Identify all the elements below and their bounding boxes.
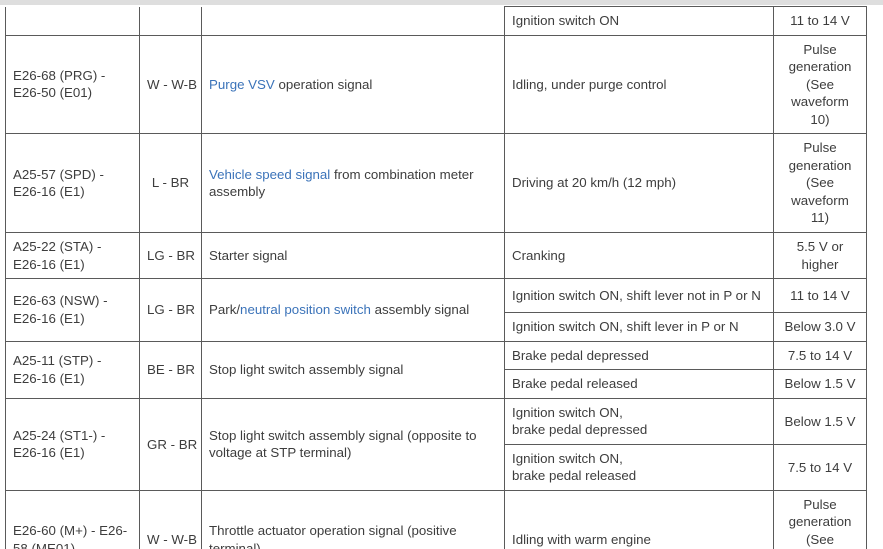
cell-terminal: A25-22 (STA) - E26-16 (E1) — [5, 232, 140, 280]
table-row: Ignition switch ON,brake pedal released … — [6, 443, 867, 491]
cell-condition: Driving at 20 km/h (12 mph) — [504, 133, 774, 234]
terminal-specification-table: Ignition switch ON 11 to 14 V E26-68 (PR… — [5, 6, 867, 549]
table-row: A25-24 (ST1-) - E26-16 (E1) GR - BR Stop… — [5, 397, 867, 491]
cell-condition: Ignition switch ON, shift lever not in P… — [504, 278, 774, 314]
cell-terminal: A25-24 (ST1-) - E26-16 (E1) — [5, 397, 140, 491]
cell-specified-value: 5.5 V or higher — [773, 232, 867, 280]
cell-condition: Brake pedal released — [504, 369, 774, 399]
cell-wire-color: L - BR — [139, 133, 202, 234]
table-row: Brake pedal released Below 1.5 V — [6, 369, 867, 399]
table-row: Ignition switch ON, shift lever in P or … — [6, 312, 867, 342]
cell-specified-value: Below 3.0 V — [773, 312, 867, 342]
cell-description: Purge VSV operation signal — [201, 34, 505, 135]
cell-description: Stop light switch assembly signal — [201, 340, 505, 399]
table-row: A25-57 (SPD) - E26-16 (E1) L - BR Vehicl… — [5, 133, 867, 234]
cell-condition: Ignition switch ON, brake pedal depressed — [504, 397, 774, 445]
table-row: E26-60 (M+) - E26-58 (ME01) W - W-B Thro… — [5, 489, 867, 549]
cell-description: Starter signal — [201, 232, 505, 280]
cell-terminal: E26-60 (M+) - E26-58 (ME01) — [5, 489, 140, 549]
cell-terminal-partial-top — [5, 6, 140, 36]
cell-condition-partial-top: Ignition switch ON — [504, 6, 774, 36]
description-link[interactable]: neutral position switch — [240, 302, 371, 318]
cell-wire-color: BE - BR — [139, 340, 202, 399]
table-row: E26-68 (PRG) - E26-50 (E01) W - W-B Purg… — [5, 34, 867, 135]
description-text: operation signal — [274, 76, 373, 92]
cell-specified-value: Below 1.5 V — [773, 397, 867, 445]
cell-terminal: E26-63 (NSW) - E26-16 (E1) — [5, 278, 140, 342]
cell-terminal: E26-68 (PRG) - E26-50 (E01) — [5, 34, 140, 135]
cell-wire-color: LG - BR — [139, 232, 202, 280]
cell-condition: Idling with warm engine — [504, 489, 774, 549]
cell-description-partial-top — [201, 6, 505, 36]
cell-specified-value: Pulse generation (See waveform 10) — [773, 34, 867, 135]
cell-wire-partial-top — [139, 6, 202, 36]
cell-wire-color: LG - BR — [139, 278, 202, 342]
cell-description: Park/neutral position switch assembly si… — [201, 278, 505, 342]
table-row-partial-top: Ignition switch ON 11 to 14 V — [5, 6, 867, 36]
cell-condition: Ignition switch ON, brake pedal released — [504, 443, 774, 491]
table-row: A25-22 (STA) - E26-16 (E1) LG - BR Start… — [5, 232, 867, 280]
description-link[interactable]: Purge VSV — [209, 76, 275, 92]
cell-condition: Cranking — [504, 232, 774, 280]
cell-wire-color: W - W-B — [139, 489, 202, 549]
table-body: Ignition switch ON 11 to 14 V E26-68 (PR… — [5, 6, 867, 549]
cell-description: Vehicle speed signal from combination me… — [201, 133, 505, 234]
cell-specified-value: 7.5 to 14 V — [773, 340, 867, 371]
cell-specified-value: 7.5 to 14 V — [773, 443, 867, 491]
description-text: assembly signal — [370, 302, 470, 318]
cell-specified-value: Pulse generation (See waveform 11) — [773, 133, 867, 234]
table-row: A25-11 (STP) - E26-16 (E1) BE - BR Stop … — [5, 340, 867, 399]
condition-line-2: brake pedal released — [512, 468, 637, 484]
cell-terminal: A25-11 (STP) - E26-16 (E1) — [5, 340, 140, 399]
description-prefix: Park/ — [209, 302, 241, 318]
cell-specified-value: Pulse generation (See waveform 12) — [773, 489, 867, 549]
top-cutoff-band — [0, 0, 883, 5]
condition-line-1: Ignition switch ON, — [512, 404, 623, 420]
cell-description: Throttle actuator operation signal (posi… — [201, 489, 505, 549]
cell-value-partial-top: 11 to 14 V — [773, 6, 867, 36]
description-link[interactable]: Vehicle speed signal — [209, 166, 331, 182]
cell-specified-value: 11 to 14 V — [773, 278, 867, 314]
condition-line-2: brake pedal depressed — [512, 422, 648, 438]
cell-condition: Brake pedal depressed — [504, 340, 774, 371]
cell-wire-color: W - W-B — [139, 34, 202, 135]
cell-terminal: A25-57 (SPD) - E26-16 (E1) — [5, 133, 140, 234]
cell-description: Stop light switch assembly signal (oppos… — [201, 397, 505, 491]
table-row: E26-63 (NSW) - E26-16 (E1) LG - BR Park/… — [5, 278, 867, 342]
condition-line-1: Ignition switch ON, — [512, 450, 623, 466]
cell-wire-color: GR - BR — [139, 397, 202, 491]
cell-condition: Ignition switch ON, shift lever in P or … — [504, 312, 774, 342]
cell-condition: Idling, under purge control — [504, 34, 774, 135]
description-text: from combination meter assembly — [209, 166, 474, 200]
cell-specified-value: Below 1.5 V — [773, 369, 867, 399]
